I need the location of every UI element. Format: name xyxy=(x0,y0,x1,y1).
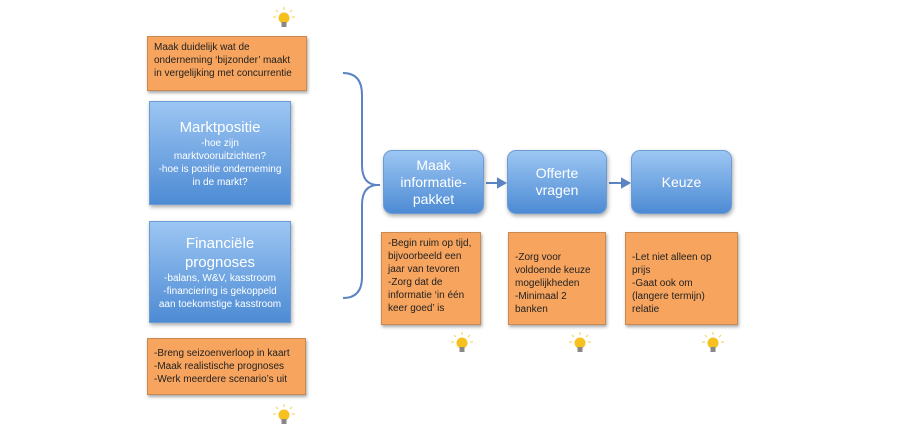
prognoses-note: -Breng seizoenverloop in kaart -Maak rea… xyxy=(147,338,306,395)
prognoses-text: -balans, W&V, kasstroom -financiering is… xyxy=(158,272,282,310)
step-note-keuze: -Let niet alleen op prijs -Gaat ook om (… xyxy=(625,232,738,325)
step-note-informatiepakket: -Begin ruim op tijd, bijvoorbeeld een ja… xyxy=(381,232,481,325)
step-offerte: Offerte vragen xyxy=(507,150,607,214)
lightbulb-icon xyxy=(450,331,474,353)
prognoses-box: Financiële prognoses -balans, W&V, kasst… xyxy=(149,221,291,323)
prognoses-title: Financiële prognoses xyxy=(184,234,256,271)
curly-brace xyxy=(342,72,379,299)
step-informatiepakket: Maak informatie- pakket xyxy=(383,150,484,214)
prognoses-note-text: -Breng seizoenverloop in kaart -Maak rea… xyxy=(154,348,290,385)
step-keuze: Keuze xyxy=(631,150,732,214)
lightbulb-icon xyxy=(701,331,725,353)
note-text: -Begin ruim op tijd, bijvoorbeeld een ja… xyxy=(388,238,472,314)
lightbulb-icon xyxy=(568,331,592,353)
marktpositie-text: -hoe zijn marktvooruitzichten? -hoe is p… xyxy=(158,137,282,188)
marktpositie-box: Marktpositie -hoe zijn marktvooruitzicht… xyxy=(149,101,291,205)
lightbulb-icon xyxy=(272,6,296,28)
differentiation-note: Maak duidelijk wat de onderneming ‘bijzo… xyxy=(147,36,307,91)
note-text: -Zorg voor voldoende keuze mogelijkheden… xyxy=(515,252,591,315)
step-note-offerte: -Zorg voor voldoende keuze mogelijkheden… xyxy=(508,232,606,325)
note-text: -Let niet alleen op prijs -Gaat ook om (… xyxy=(632,252,712,315)
marktpositie-title: Marktpositie xyxy=(179,118,261,136)
arrows xyxy=(378,177,632,189)
lightbulb-icon xyxy=(272,403,296,425)
